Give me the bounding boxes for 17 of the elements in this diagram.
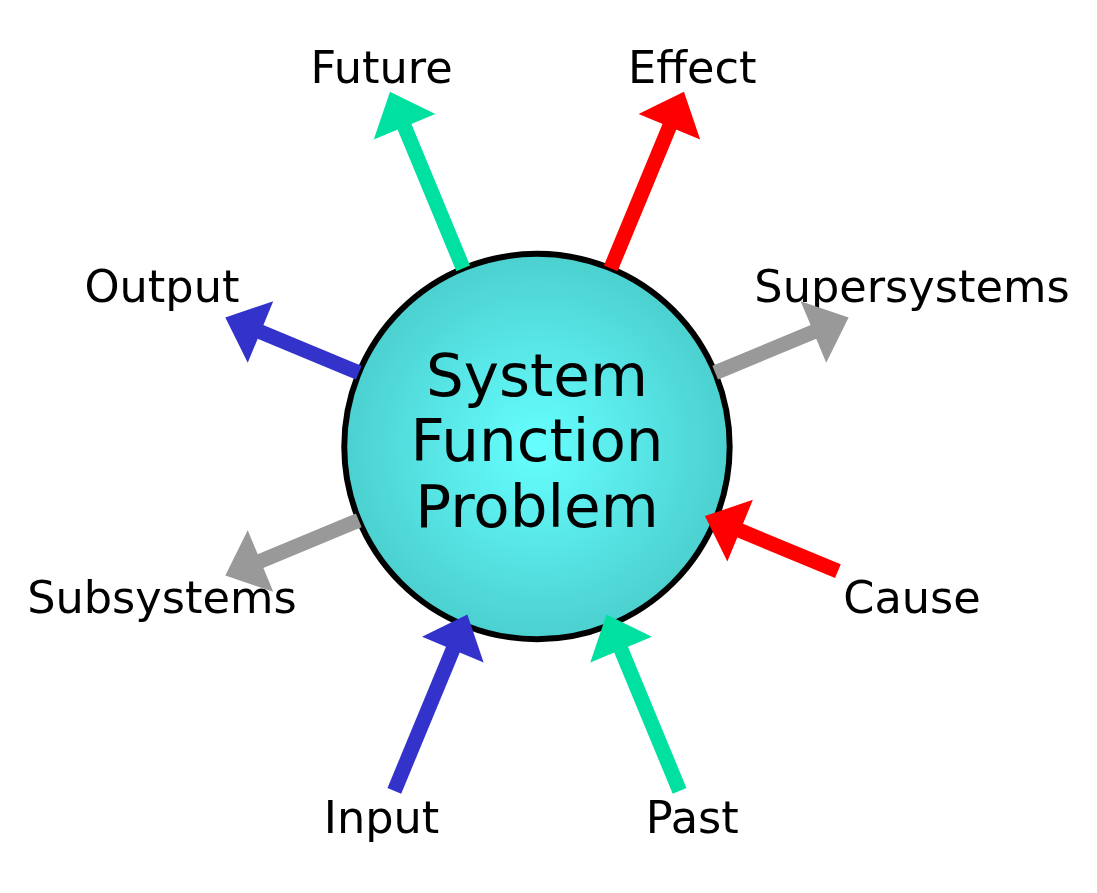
arrow: [225, 301, 362, 380]
node-text: Subsystems: [27, 572, 297, 625]
arrow: [225, 513, 362, 592]
arrow: [712, 301, 849, 380]
node-text: Past: [645, 791, 739, 844]
node-circle: System Function Problem: [341, 250, 733, 643]
arrow: [590, 614, 687, 794]
node-text: Future: [310, 41, 453, 94]
node-text: Cause: [843, 572, 981, 625]
node-text: Input: [323, 791, 440, 844]
arrow: [373, 91, 471, 272]
arrow: [387, 614, 484, 794]
arrow: [704, 499, 841, 579]
node-text: Output: [84, 261, 240, 314]
node-text: Supersystems: [754, 261, 1070, 314]
node-text: Effect: [628, 41, 757, 94]
arrow: [603, 91, 701, 272]
